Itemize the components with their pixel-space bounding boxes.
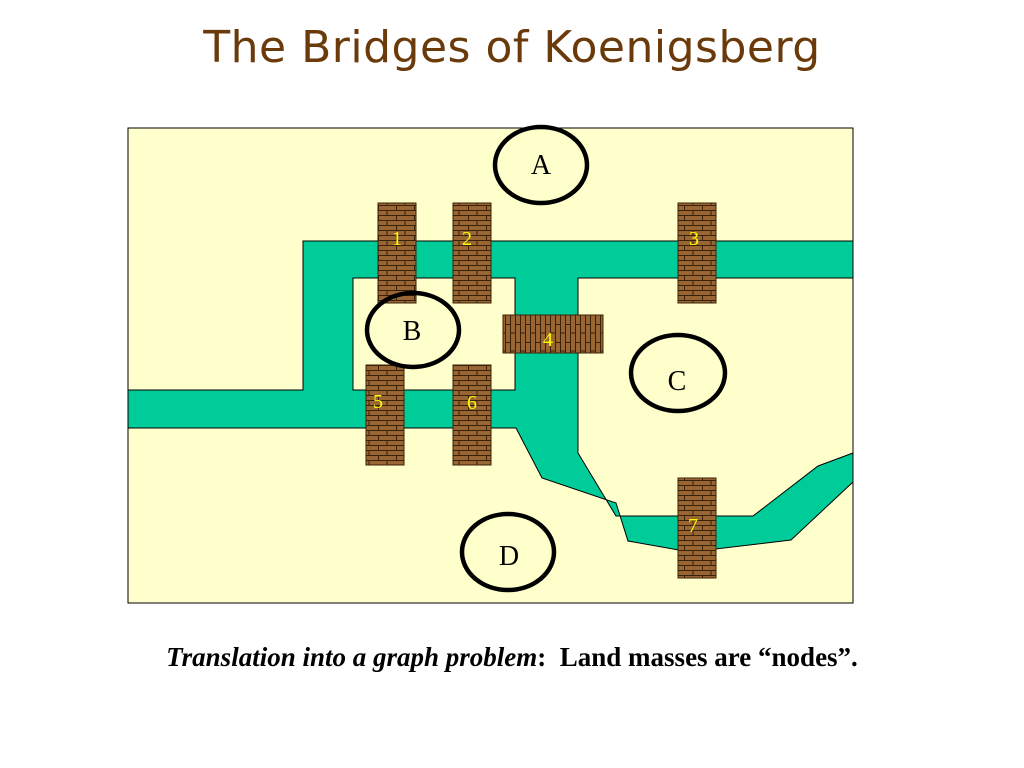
caption-text: Land masses are “nodes”. [546,642,858,672]
node-a-circle [492,124,590,206]
bridge-label-1: 1 [392,228,402,250]
bridge-label-4: 4 [543,329,553,351]
node-d-circle [459,511,557,593]
bridge-1 [377,202,417,304]
node-label-d: D [499,541,519,572]
node-label-a: A [531,150,552,181]
node-label-c: C [668,366,687,397]
bridge-7 [677,477,717,579]
bridge-4 [502,314,604,354]
caption-colon: : [537,642,547,672]
bridge-label-3: 3 [689,228,699,250]
bridge-label-7: 7 [688,515,698,537]
node-c-circle [628,332,728,414]
bridges [365,202,717,579]
node-labels: A B C D [403,150,687,572]
bridge-3 [677,202,717,304]
bridge-labels: 1 2 3 4 5 6 7 [373,228,699,537]
bridge-2 [452,202,492,304]
node-label-b: B [403,316,422,347]
bridge-label-2: 2 [462,228,472,250]
page-title: The Bridges of Koenigsberg [203,22,821,73]
bridge-6 [452,364,492,466]
slide-caption: Translation into a graph problem: Land m… [0,642,1024,673]
bridge-label-5: 5 [373,391,383,413]
nodes [364,124,728,593]
bridge-5 [365,364,405,466]
node-b-circle [364,290,462,370]
bridge-label-6: 6 [467,392,477,414]
caption-italic: Translation into a graph problem [166,642,538,672]
